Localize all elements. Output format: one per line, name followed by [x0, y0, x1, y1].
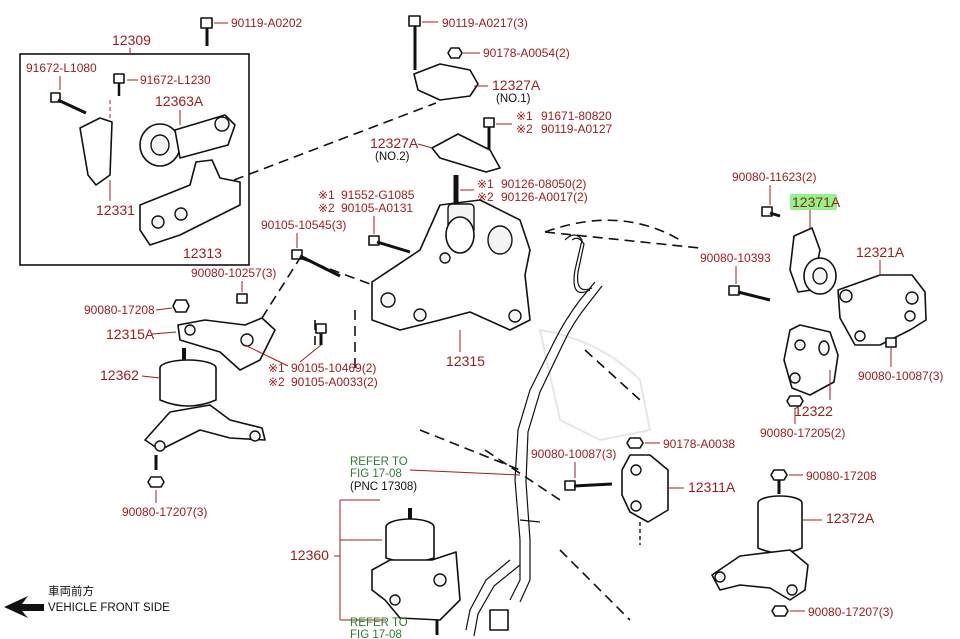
- refer-to-top[interactable]: REFER TO: [350, 456, 408, 468]
- mount-12372a[interactable]: [711, 495, 809, 601]
- label-90119-a0202[interactable]: 90119-A0202: [231, 16, 303, 30]
- refer-to-bottom[interactable]: REFER TO: [350, 617, 408, 629]
- label-90080-11623[interactable]: 90080-11623(2): [732, 170, 817, 184]
- label-12363a[interactable]: 12363A: [155, 93, 204, 109]
- hose-assembly[interactable]: [465, 234, 603, 637]
- bolt-90080-10087[interactable]: [885, 337, 897, 348]
- label-no2: (NO.2): [375, 151, 410, 163]
- bolt-91671-80820[interactable]: [483, 117, 495, 150]
- label-90080-10393[interactable]: 90080-10393: [700, 251, 771, 265]
- nut-90178-a0054[interactable]: [447, 47, 463, 59]
- bolt-90080-11623[interactable]: [761, 206, 781, 218]
- vehicle-front-en: VEHICLE FRONT SIDE: [48, 602, 170, 614]
- label-90119-a0217[interactable]: 90119-A0217(3): [442, 16, 528, 30]
- bracket-12327a-no2[interactable]: [431, 133, 501, 173]
- bolt-90080-10087-3[interactable]: [564, 480, 613, 491]
- mark-1-b: ※1: [477, 177, 494, 191]
- label-12327a-no2[interactable]: 12327A: [370, 135, 419, 151]
- label-91552-g1085[interactable]: 91552-G1085: [341, 188, 415, 202]
- label-12371a[interactable]: 12371A: [792, 194, 841, 210]
- label-90080-10087-3[interactable]: 90080-10087(3): [531, 447, 616, 461]
- refer-pnc-top: (PNC 17308): [350, 481, 417, 493]
- bracket-12327a-no1[interactable]: [413, 63, 479, 101]
- label-90080-17207-left[interactable]: 90080-17207(3): [122, 505, 207, 519]
- nut-90080-17205[interactable]: [786, 395, 804, 407]
- mark-1-c: ※1: [318, 188, 335, 202]
- label-90080-10257[interactable]: 90080-10257(3): [191, 266, 276, 280]
- damper-12371a[interactable]: [789, 227, 837, 295]
- label-90080-17208-right[interactable]: 90080-17208: [806, 469, 877, 483]
- bracket-12311a[interactable]: [621, 454, 669, 545]
- label-90105-a0131[interactable]: 90105-A0131: [341, 201, 413, 215]
- label-12313[interactable]: 12313: [183, 245, 222, 261]
- bracket-12331[interactable]: [79, 117, 113, 186]
- bolt-91552-g1085[interactable]: [368, 235, 411, 254]
- label-90080-17205[interactable]: 90080-17205(2): [760, 426, 845, 440]
- insulator-12363a[interactable]: [139, 114, 236, 167]
- label-90080-17208[interactable]: 90080-17208: [84, 303, 155, 317]
- label-12311a[interactable]: 12311A: [688, 479, 736, 495]
- nut-90080-17208[interactable]: [172, 299, 190, 313]
- refer-fig-top[interactable]: FIG 17-08: [350, 468, 402, 480]
- label-90126-08050[interactable]: 90126-08050(2): [501, 177, 586, 191]
- label-91671-80820[interactable]: 91671-80820: [541, 109, 612, 123]
- label-12360[interactable]: 12360: [290, 547, 329, 563]
- mount-12360[interactable]: [371, 508, 461, 635]
- nut-90080-17207-left[interactable]: [147, 476, 165, 488]
- label-12372a[interactable]: 12372A: [826, 510, 875, 526]
- label-12309[interactable]: 12309: [112, 32, 151, 48]
- label-12315a[interactable]: 12315A: [106, 326, 155, 342]
- label-91672-l1230[interactable]: 91672-L1230: [140, 73, 211, 87]
- label-90080-10087[interactable]: 90080-10087(3): [858, 369, 943, 383]
- mark-1-d: ※1: [268, 361, 285, 375]
- bolt-90119-a0202[interactable]: [200, 17, 213, 46]
- vehicle-front-jp: 車両前方: [48, 584, 94, 598]
- nut-90080-17208-right[interactable]: [770, 469, 788, 494]
- mark-1-a: ※1: [516, 109, 533, 123]
- bolt-90105-10545[interactable]: [291, 249, 341, 278]
- bracket-12321a[interactable]: [837, 274, 927, 346]
- bracket-12315[interactable]: [371, 199, 531, 331]
- arrow-left-icon: [4, 596, 44, 618]
- nut-91672-l1230[interactable]: [113, 73, 125, 96]
- label-90119-a0127[interactable]: 90119-A0127: [541, 122, 613, 136]
- bracket-12322[interactable]: [783, 324, 839, 396]
- bolt-90080-10257[interactable]: [236, 293, 248, 304]
- label-90178-a0054[interactable]: 90178-A0054(2): [483, 46, 570, 60]
- assembly-box-12309: [19, 53, 250, 266]
- label-90080-17207-right[interactable]: 90080-17207(3): [808, 605, 893, 619]
- label-12362[interactable]: 12362: [100, 367, 139, 383]
- mark-2-a: ※2: [516, 122, 533, 136]
- label-12321a[interactable]: 12321A: [856, 244, 905, 260]
- highlight-12371a: [790, 194, 837, 210]
- nut-90178-a0038[interactable]: [626, 437, 644, 449]
- label-90105-a0033[interactable]: 90105-A0033(2): [291, 375, 378, 389]
- label-90126-a0017[interactable]: 90126-A0017(2): [501, 190, 588, 204]
- mark-2-c: ※2: [318, 201, 335, 215]
- bolt-90119-a0217[interactable]: [408, 15, 421, 70]
- label-91672-l1080[interactable]: 91672-L1080: [26, 61, 97, 75]
- bolt-90105-10469[interactable]: [315, 323, 327, 345]
- label-12331[interactable]: 12331: [96, 202, 135, 218]
- mark-2-d: ※2: [268, 375, 285, 389]
- label-12327a-no1[interactable]: 12327A: [492, 77, 541, 93]
- label-90105-10545[interactable]: 90105-10545(3): [261, 218, 346, 232]
- refer-fig-bottom[interactable]: FIG 17-08: [350, 629, 402, 639]
- label-12315[interactable]: 12315: [446, 353, 485, 369]
- bolt-91672-l1080[interactable]: [50, 92, 87, 115]
- mount-12362[interactable]: [144, 348, 266, 470]
- label-90105-10469[interactable]: 90105-10469(2): [291, 361, 376, 375]
- bolt-90080-10393[interactable]: [728, 285, 771, 302]
- label-90178-a0038[interactable]: 90178-A0038: [663, 437, 735, 451]
- nut-90080-17207-right[interactable]: [771, 605, 789, 617]
- bracket-12315a[interactable]: [177, 317, 276, 371]
- label-no1: (NO.1): [496, 93, 531, 105]
- mount-12313[interactable]: [139, 159, 241, 246]
- label-12322[interactable]: 12322: [794, 403, 833, 419]
